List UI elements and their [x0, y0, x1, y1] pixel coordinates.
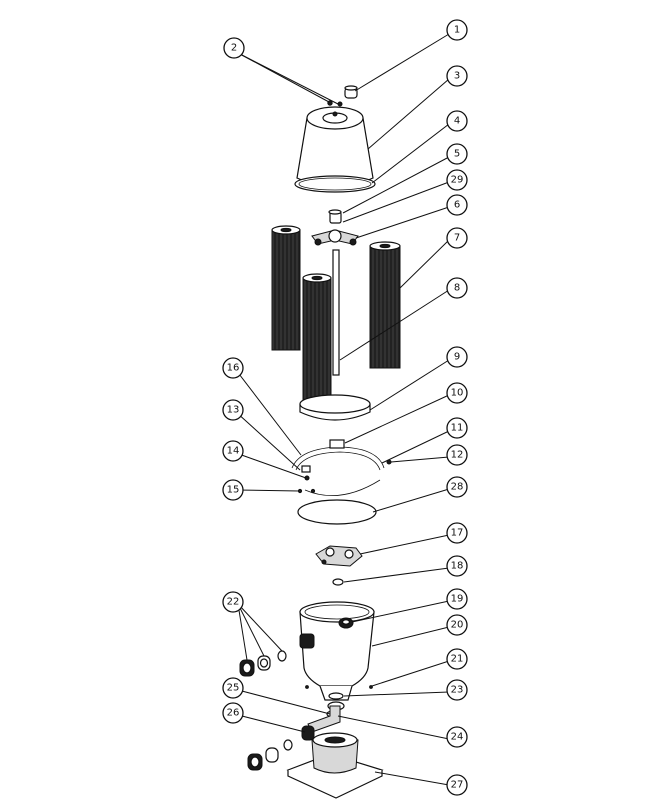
svg-text:17: 17	[451, 528, 464, 539]
part-1-cap	[344, 85, 358, 99]
svg-text:13: 13	[227, 405, 240, 416]
callout-1: 1	[446, 19, 468, 41]
svg-text:23: 23	[451, 685, 464, 696]
callout-2: 2	[223, 37, 245, 59]
callout-19: 19	[446, 588, 468, 610]
part-27-base	[286, 732, 384, 799]
part-25-26-elbow	[301, 705, 341, 741]
part-10-16-clamp	[291, 439, 392, 496]
svg-text:12: 12	[451, 450, 464, 461]
part-22-union-set	[239, 650, 287, 677]
part-4-lid-oring	[294, 175, 376, 193]
svg-text:29: 29	[451, 175, 464, 186]
callout-16: 16	[222, 357, 244, 379]
svg-text:14: 14	[227, 446, 240, 457]
callout-12: 12	[446, 444, 468, 466]
part-7-filter-cartridges	[271, 225, 401, 401]
leader-lines	[235, 33, 450, 786]
part-9-ring	[299, 394, 371, 421]
callout-28: 28	[446, 476, 468, 498]
callout-17: 17	[446, 522, 468, 544]
svg-text:6: 6	[454, 200, 460, 211]
callout-11: 11	[446, 417, 468, 439]
svg-text:25: 25	[227, 683, 240, 694]
callout-20: 20	[446, 614, 468, 636]
part-21-screws	[305, 685, 373, 689]
part-2-screws	[327, 100, 343, 107]
part-base-unions	[247, 739, 293, 771]
svg-text:22: 22	[227, 597, 240, 608]
callout-23: 23	[446, 679, 468, 701]
callout-24: 24	[446, 726, 468, 748]
part-19-port	[338, 617, 354, 629]
callout-26: 26	[222, 702, 244, 724]
callout-13: 13	[222, 399, 244, 421]
callout-9: 9	[446, 346, 468, 368]
svg-text:16: 16	[227, 363, 240, 374]
svg-text:3: 3	[454, 71, 460, 82]
callout-21: 21	[446, 648, 468, 670]
svg-text:28: 28	[451, 482, 464, 493]
part-8-center-tube	[332, 249, 340, 376]
svg-text:18: 18	[451, 561, 464, 572]
svg-text:8: 8	[454, 283, 460, 294]
svg-text:20: 20	[451, 620, 464, 631]
callout-3: 3	[446, 65, 468, 87]
callout-25: 25	[222, 677, 244, 699]
svg-text:27: 27	[451, 780, 464, 791]
part-6-manifold	[311, 229, 359, 246]
callout-4: 4	[446, 110, 468, 132]
callout-22: 22	[222, 591, 244, 613]
callout-6: 6	[446, 194, 468, 216]
svg-text:21: 21	[451, 654, 464, 665]
callout-7: 7	[446, 227, 468, 249]
svg-text:24: 24	[451, 732, 464, 743]
parts-drawing	[239, 85, 401, 799]
svg-text:2: 2	[231, 43, 237, 54]
callout-10: 10	[446, 382, 468, 404]
callouts: 1 2 3 4 5 29 6 7 8 9 10 11 12 16 13 14 1…	[222, 19, 468, 796]
svg-text:1: 1	[454, 25, 460, 36]
svg-text:10: 10	[451, 388, 464, 399]
callout-15: 15	[222, 479, 244, 501]
part-5-29-fittings	[328, 209, 342, 224]
svg-text:11: 11	[451, 423, 464, 434]
part-28-oring	[297, 499, 377, 525]
part-17-valve	[315, 545, 363, 567]
svg-text:5: 5	[454, 149, 460, 160]
part-3-lid	[296, 106, 374, 187]
svg-text:9: 9	[454, 352, 460, 363]
svg-text:15: 15	[227, 485, 240, 496]
callout-27: 27	[446, 774, 468, 796]
svg-text:4: 4	[454, 116, 460, 127]
part-18-oring	[332, 578, 344, 586]
callout-29: 29	[446, 169, 468, 191]
callout-18: 18	[446, 555, 468, 577]
callout-14: 14	[222, 440, 244, 462]
callout-5: 5	[446, 143, 468, 165]
svg-text:7: 7	[454, 233, 460, 244]
svg-text:26: 26	[227, 708, 240, 719]
svg-text:19: 19	[451, 594, 464, 605]
callout-8: 8	[446, 277, 468, 299]
